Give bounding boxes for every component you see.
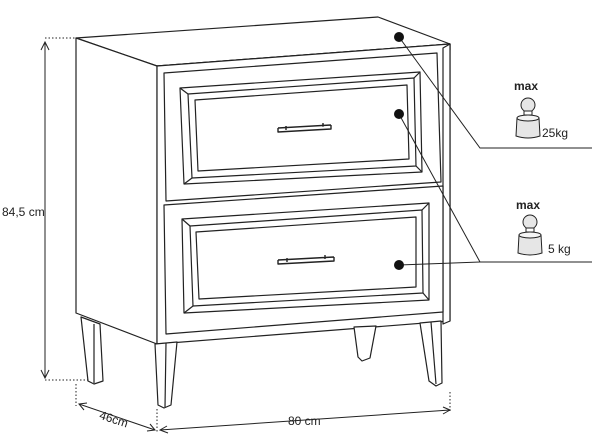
leg-back-right [353, 325, 377, 362]
width-label: 80 cm [288, 414, 321, 428]
weight-icon [515, 97, 541, 139]
dresser-side-panel [75, 37, 158, 345]
max-label: max [516, 198, 540, 212]
drawer-handle-upper [277, 123, 332, 133]
max-label: max [514, 79, 538, 93]
height-label: 84,5 cm [2, 205, 45, 219]
leg-front-right [419, 320, 443, 387]
dresser-right-edge [442, 43, 451, 325]
load-point-top [394, 32, 404, 42]
weight-label: 25kg [542, 126, 568, 140]
dresser-legs [80, 316, 443, 409]
drawer-upper [163, 52, 442, 202]
drawer-lower [163, 185, 444, 335]
weight-icon [517, 214, 543, 256]
drawer-handle-lower [277, 255, 335, 265]
weight-label: 5 kg [548, 242, 571, 256]
load-point-drawer-lower [394, 260, 404, 270]
dimension-lines [40, 37, 452, 434]
load-limit-top: max 25kg [514, 79, 568, 140]
depth-label: 46cm [98, 408, 130, 430]
load-point-drawer-upper [394, 109, 404, 119]
load-leaders [398, 36, 592, 266]
leg-back-left [80, 316, 104, 385]
load-limit-drawer: max 5 kg [516, 198, 571, 256]
